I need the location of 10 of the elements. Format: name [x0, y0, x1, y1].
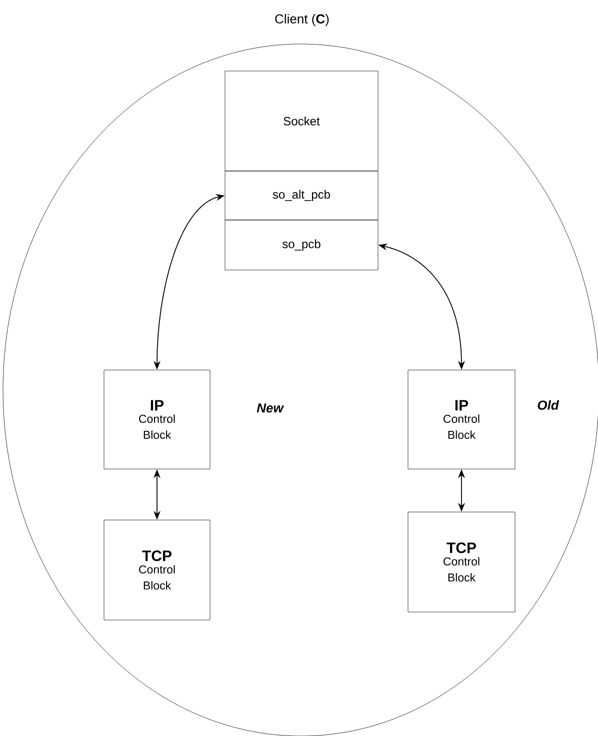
control-block-box: TCP Control Block — [408, 512, 516, 612]
socket-cell: Socket — [224, 70, 378, 172]
side-label: Old — [538, 400, 560, 410]
control-block-box: TCP Control Block — [104, 520, 210, 620]
title: Client (C) — [275, 14, 329, 26]
control-block-box: IP Control Block — [104, 370, 210, 470]
field-cell: so_pcb — [224, 220, 378, 270]
side-label: New — [256, 403, 284, 413]
field-cell: so_alt_pcb — [224, 170, 378, 220]
control-block-box: IP Control Block — [408, 370, 516, 470]
